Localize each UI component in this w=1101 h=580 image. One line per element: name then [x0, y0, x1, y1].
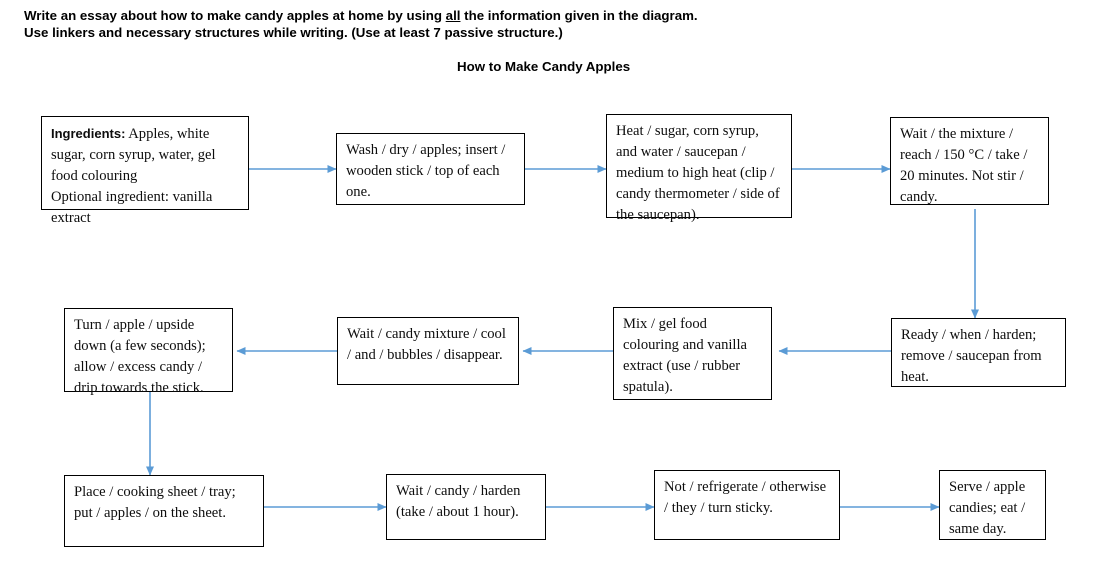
instruction-text-part1: Write an essay about how to make candy a…	[24, 8, 446, 23]
flow-node-text: Ready / when / harden; remove / saucepan…	[901, 327, 1042, 385]
flow-node-ready-harden[interactable]: Ready / when / harden; remove / saucepan…	[891, 318, 1066, 387]
flow-node-text: Mix / gel food colouring and vanilla ext…	[623, 316, 748, 395]
flow-node-wait-mixture[interactable]: Wait / the mixture / reach / 150 °C / ta…	[890, 117, 1049, 205]
flow-node-text: Serve / apple candies; eat / same day.	[949, 479, 1026, 537]
flow-node-text: Not / refrigerate / otherwise / they / t…	[664, 479, 827, 516]
flow-node-text: Wait / candy mixture / cool / and / bubb…	[347, 326, 506, 363]
flow-node-text: Wait / candy / harden (take / about 1 ho…	[396, 483, 521, 520]
flow-node-place-sheet[interactable]: Place / cooking sheet / tray; put / appl…	[64, 475, 264, 547]
ingredients-heading: Ingredients:	[51, 126, 126, 141]
flow-node-text: Wash / dry / apples; insert / wooden sti…	[346, 142, 506, 200]
instruction-line-1: Write an essay about how to make candy a…	[24, 7, 698, 24]
flow-node-wait-harden[interactable]: Wait / candy / harden (take / about 1 ho…	[386, 474, 546, 540]
flow-node-heat-sugar[interactable]: Heat / sugar, corn syrup, and water / sa…	[606, 114, 792, 223]
flow-node-turn-apple[interactable]: Turn / apple / upside down (a few second…	[64, 308, 233, 396]
flow-node-mix-colouring[interactable]: Mix / gel food colouring and vanilla ext…	[613, 307, 772, 400]
instruction-emphasis-all: all	[445, 8, 461, 23]
flow-node-serve[interactable]: Serve / apple candies; eat / same day.	[939, 470, 1046, 540]
flow-node-text: Apples, white sugar, corn syrup, water, …	[51, 126, 216, 226]
flow-node-text: Heat / sugar, corn syrup, and water / sa…	[616, 123, 780, 223]
flow-node-text: Turn / apple / upside down (a few second…	[74, 317, 206, 396]
instruction-line-2: Use linkers and necessary structures whi…	[24, 25, 563, 40]
flow-node-wash-dry[interactable]: Wash / dry / apples; insert / wooden sti…	[336, 133, 525, 205]
diagram-title: How to Make Candy Apples	[457, 59, 631, 74]
flow-node-wait-cool[interactable]: Wait / candy mixture / cool / and / bubb…	[337, 317, 519, 385]
flow-node-ingredients[interactable]: Ingredients: Apples, white sugar, corn s…	[41, 116, 249, 226]
flow-node-text: Wait / the mixture / reach / 150 °C / ta…	[900, 126, 1028, 205]
flow-node-text: Place / cooking sheet / tray; put / appl…	[74, 484, 236, 521]
instruction-text-part2: the information given in the diagram.	[460, 8, 698, 23]
flow-node-not-refrigerate[interactable]: Not / refrigerate / otherwise / they / t…	[654, 470, 840, 540]
